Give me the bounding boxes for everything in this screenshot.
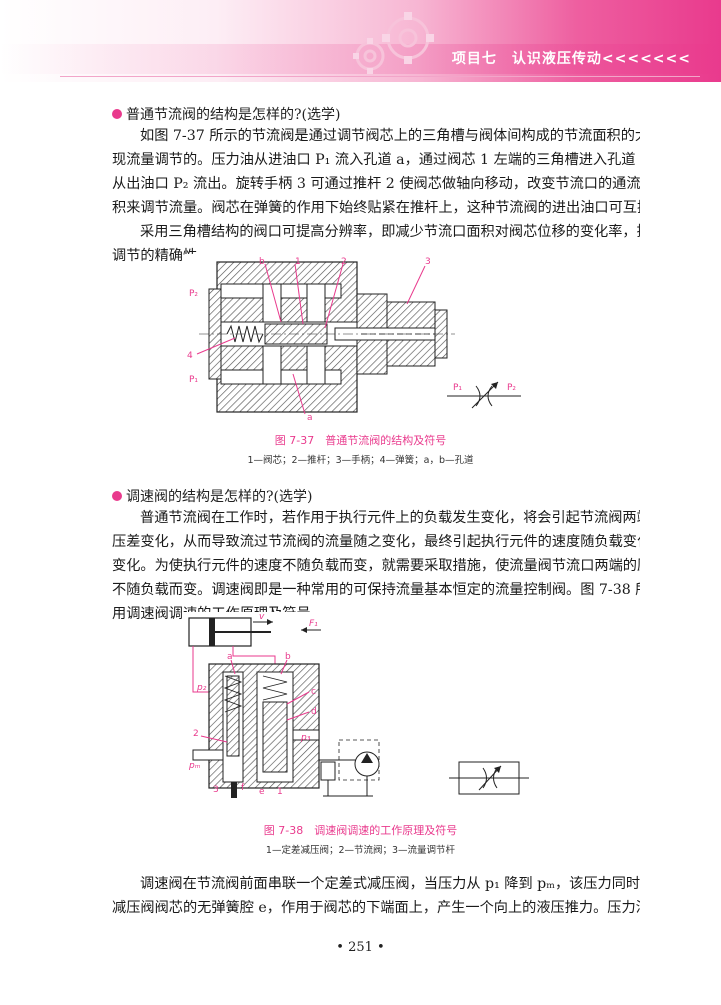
figure-caption-7-38: 图 7-38 调速阀调速的工作原理及符号 (263, 824, 458, 837)
bullet-dot-icon (112, 491, 122, 501)
label-e: e (259, 787, 265, 797)
label-2: 2 (341, 257, 347, 267)
text-line: 采用三角槽结构的阀口可提高分辨率，即减少节流口面积对阀芯位移的变化率，提高 (140, 224, 640, 240)
speed-control-valve-diagram: v F₁ a b c d p₂ p₃ pₘ 2 3 (188, 612, 529, 798)
question-heading-throttle-valve: 普通节流阀的结构是怎样的?(选学) (112, 104, 340, 124)
text-line: 变化。为使执行元件的速度不随负载而变，就需要采取措施，使流量阀节流口两端的压差 (112, 558, 640, 574)
label-3: 3 (213, 785, 219, 795)
paragraph-speed-control-valve: 普通节流阀在工作时，若作用于执行元件上的负载发生变化，将会引起节流阀两端的 压差… (112, 506, 640, 626)
symbol-label-p1: P₁ (453, 383, 462, 393)
text-line: 不随负载而变。调速阀即是一种常用的可保持流量基本恒定的流量控制阀。图 7-38 … (112, 582, 640, 598)
label-c: c (311, 687, 316, 697)
figure-caption-7-37: 图 7-37 普通节流阀的结构及符号 (274, 434, 447, 447)
paragraph-speed-valve-operation: 调速阀在节流阀前面串联一个定差式减压阀，当压力从 p₁ 降到 pₘ，该压力同时引… (112, 872, 640, 920)
symbol-label-p2: P₂ (507, 383, 516, 393)
question-text: 普通节流阀的结构是怎样的?(选学) (126, 107, 341, 123)
text-line: 普通节流阀在工作时，若作用于执行元件上的负载发生变化，将会引起节流阀两端的 (140, 510, 640, 526)
label-pm: pₘ (188, 761, 201, 771)
bullet-dot-icon (112, 109, 122, 119)
figure-legend-7-37: 1—阀芯；2—推杆；3—手柄；4—弹簧；a，b—孔道 (247, 455, 474, 466)
label-a: a (307, 413, 313, 423)
relief-valve-icon (320, 761, 336, 781)
gear-decoration-icon (353, 12, 434, 74)
paragraph-throttle-valve: 如图 7-37 所示的节流阀是通过调节阀芯上的三角槽与阀体间构成的节流面积的大小… (112, 124, 640, 220)
label-4: 4 (187, 351, 193, 361)
label-d: d (311, 707, 317, 717)
figure-legend-7-38: 1—定差减压阀；2—节流阀；3—流量调节杆 (265, 845, 456, 856)
label-p3: p₃ (300, 733, 311, 743)
label-p1: P₁ (189, 375, 198, 385)
header-divider (60, 76, 700, 77)
speed-control-valve-symbol (449, 761, 529, 795)
text-line: 积来调节流量。阀芯在弹簧的作用下始终贴紧在推杆上，这种节流阀的进出油口可互换。 (112, 200, 640, 216)
label-1: 1 (277, 787, 283, 797)
figure-throttle-valve: b 1 2 3 4 a P₂ P₁ P₁ P₂ (185, 254, 537, 424)
page-number: • 251 • (336, 940, 385, 955)
label-b: b (259, 257, 265, 267)
text-line: 现流量调节的。压力油从进油口 P₁ 流入孔道 a，通过阀芯 1 左端的三角槽进入… (112, 152, 640, 168)
question-text: 调速阀的结构是怎样的?(选学) (126, 489, 313, 505)
text-line: 调速阀在节流阀前面串联一个定差式减压阀，当压力从 p₁ 降到 pₘ，该压力同时引… (140, 876, 640, 892)
throttle-valve-symbol: P₁ P₂ (447, 381, 521, 409)
label-p2: p₂ (196, 683, 207, 693)
text-line: 压差变化，从而导致流过节流阀的流量随之变化，最终引起执行元件的速度随负载变化而 (112, 534, 640, 550)
question-heading-speed-control-valve: 调速阀的结构是怎样的?(选学) (112, 486, 312, 506)
throttle-valve-diagram: b 1 2 3 4 a P₂ P₁ P₁ P₂ (187, 257, 521, 423)
page-header: 项目七 认识液压传动<<<<<<< (0, 0, 721, 82)
text-line: 减压阀阀芯的无弹簧腔 e，作用于阀芯的下端面上，产生一个向上的液压推力。压力油经… (112, 900, 640, 916)
label-2: 2 (193, 729, 199, 739)
label-3: 3 (425, 257, 431, 267)
label-v: v (259, 612, 265, 622)
label-a: a (227, 652, 233, 662)
label-b: b (285, 652, 291, 662)
text-line: 如图 7-37 所示的节流阀是通过调节阀芯上的三角槽与阀体间构成的节流面积的大小… (140, 128, 640, 144)
label-1: 1 (295, 257, 301, 267)
label-f: f (241, 783, 245, 793)
figure-speed-control-valve: v F₁ a b c d p₂ p₃ pₘ 2 3 (183, 612, 535, 807)
text-line: 从出油口 P₂ 流出。旋转手柄 3 可通过推杆 2 使阀芯做轴向移动，改变节流口… (112, 176, 640, 192)
chapter-title: 项目七 认识液压传动<<<<<<< (451, 51, 691, 67)
label-p2: P₂ (189, 289, 198, 299)
label-f1: F₁ (309, 619, 318, 629)
